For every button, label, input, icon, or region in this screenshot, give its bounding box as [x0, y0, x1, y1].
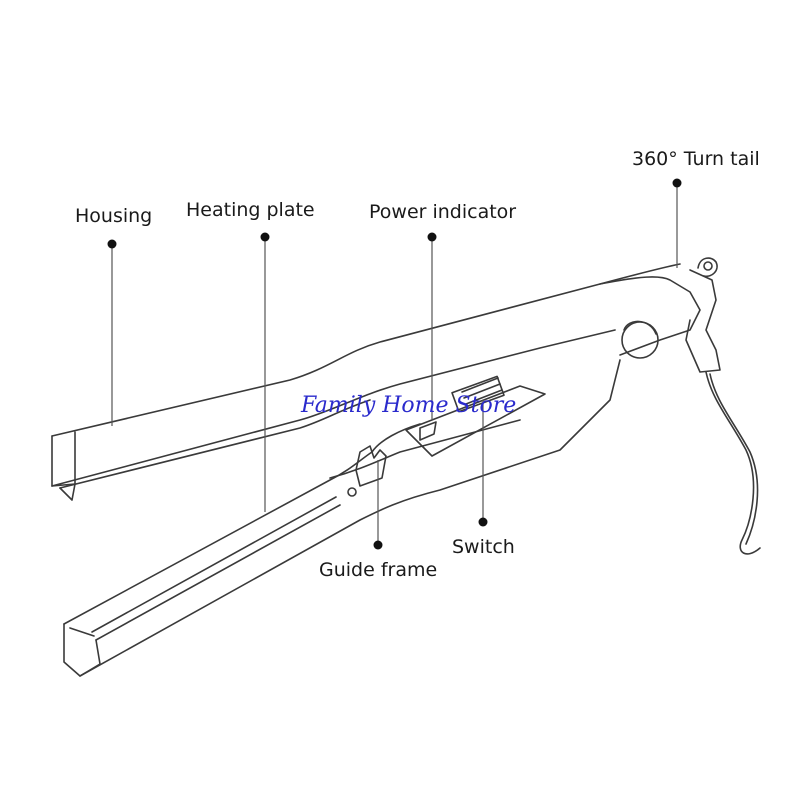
- switch-line-1: [461, 377, 499, 393]
- label-guide-frame: Guide frame: [319, 559, 438, 581]
- dot-switch: [478, 517, 488, 527]
- tail-body: [685, 269, 721, 373]
- lower-arm-plate-edge: [91, 496, 337, 633]
- control-body: [329, 419, 521, 479]
- dot-guide-frame: [373, 540, 383, 550]
- power-cord-inner: [709, 373, 759, 545]
- label-switch: Switch: [452, 536, 515, 558]
- switch-line-3: [465, 389, 503, 405]
- upper-arm-bottom: [51, 329, 616, 487]
- dot-heating-plate: [260, 232, 270, 242]
- tail-ring: [703, 261, 713, 271]
- dot-power-indicator: [427, 232, 437, 242]
- hinge-body: [599, 276, 701, 356]
- lower-arm-plate: [95, 504, 341, 641]
- power-cord: [705, 371, 761, 555]
- leader-dots: [107, 178, 682, 550]
- dot-housing: [107, 239, 117, 249]
- upper-arm-top: [51, 263, 681, 437]
- upper-arm-tip: [51, 431, 76, 487]
- control-panel: [405, 385, 546, 457]
- lower-arm-tip: [63, 623, 101, 677]
- hinge-knob-ring: [623, 320, 657, 335]
- label-heating-plate: Heating plate: [186, 199, 315, 221]
- leader-lines: [111, 183, 678, 545]
- straightener-outline: [51, 257, 761, 677]
- lower-arm-tip-inner: [69, 627, 95, 637]
- control-body-upper: [371, 423, 421, 453]
- power-indicator-shape: [419, 421, 437, 441]
- upper-arm-mid: [59, 399, 371, 489]
- guide-frame-shape: [355, 445, 387, 487]
- label-power-indicator: Power indicator: [369, 201, 517, 223]
- lower-arm-top: [63, 451, 373, 625]
- dot-turn-tail: [672, 178, 682, 188]
- upper-arm-tip-edge: [59, 483, 76, 501]
- tail-hook: [697, 257, 718, 278]
- label-turn-tail: 360° Turn tail: [632, 148, 760, 170]
- lower-arm-bottom: [79, 359, 621, 677]
- switch-line-2: [463, 383, 501, 399]
- guide-frame-screw: [347, 487, 357, 497]
- watermark: Family Home Store: [301, 393, 517, 418]
- label-housing: Housing: [75, 205, 153, 227]
- switch-slider: [451, 375, 505, 413]
